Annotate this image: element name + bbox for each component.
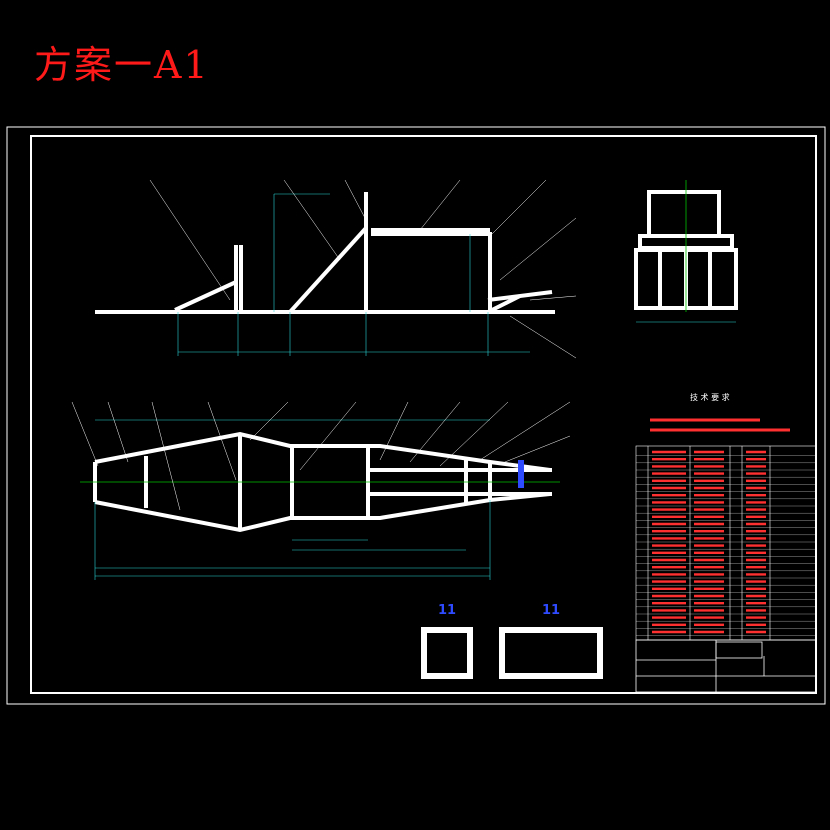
blue-section-marker <box>518 460 524 488</box>
side-view <box>95 192 555 314</box>
section-label-b: 11 <box>542 603 560 618</box>
inner-border <box>30 135 817 694</box>
side-view-leaders <box>149 179 577 359</box>
outer-border <box>6 126 826 705</box>
drawing-title: 方案一A1 <box>34 43 210 87</box>
tech-requirements-heading: 技 术 要 求 <box>690 392 730 402</box>
side-view-dimensions <box>177 193 530 356</box>
parts-list-rows <box>636 450 816 636</box>
section-b <box>499 627 603 679</box>
plan-view-leaders <box>71 401 571 511</box>
title-block <box>635 639 817 693</box>
plan-view-dimensions <box>94 419 491 580</box>
section-label-a: 11 <box>438 603 456 618</box>
section-a <box>421 627 473 679</box>
